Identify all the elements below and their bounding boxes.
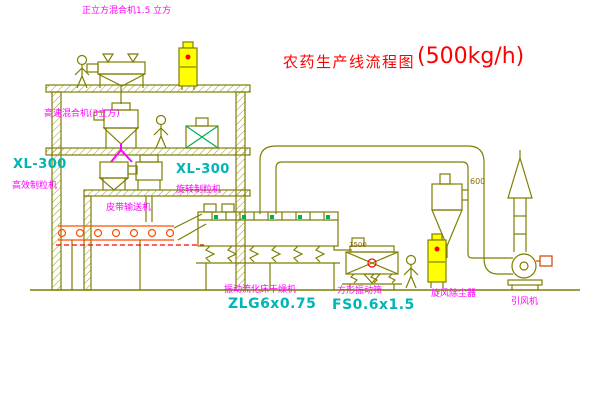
floor2-hopper-unit <box>185 117 219 149</box>
exhaust-stack <box>507 150 533 252</box>
diagram-title: 农药生产线流程图 (500kg/h) <box>283 44 524 72</box>
high-speed-mixer <box>93 102 140 148</box>
granulator-mid <box>135 154 163 222</box>
label-dryer-model: ZLG6x0.75 <box>228 296 317 312</box>
worker-figure-ground <box>403 254 419 289</box>
label-granulator-left-model: XL-300 <box>13 157 67 172</box>
label-screen-name: 方形振动筛 <box>337 286 383 296</box>
label-dust-collector: 旋风除尘器 <box>431 289 477 299</box>
label-granulator-mid-name: 旋转制粒机 <box>176 185 222 195</box>
diagram-title-capacity: (500kg/h) <box>417 44 525 69</box>
vibrating-screen <box>342 237 402 290</box>
diagram-title-text: 农药生产线流程图 <box>283 53 416 71</box>
granulator-left <box>98 161 138 191</box>
label-granulator-left-name: 高效制粒机 <box>12 181 58 191</box>
cyclone-separator <box>431 173 468 258</box>
worker-figure-mid <box>153 114 169 149</box>
label-dryer-name: 振动流化床干燥机 <box>224 285 297 295</box>
building-frame <box>45 84 251 291</box>
label-cube-mixer: 正立方混合机1.5 立方 <box>82 6 172 16</box>
bucket-elevator-left <box>178 41 198 90</box>
belt-conveyor <box>57 225 175 241</box>
dim-screen-1500: 1500 <box>349 241 367 249</box>
induced-draft-fan <box>507 253 553 290</box>
label-belt-conveyor: 皮带输送机 <box>106 203 152 213</box>
label-high-speed-mixer: 高速混合机(3立方) <box>44 109 120 119</box>
cube-mixer <box>86 53 146 104</box>
fluid-bed-dryer <box>196 203 352 290</box>
feed-chute <box>173 213 207 241</box>
exhaust-duct <box>259 145 513 275</box>
label-fan: 引风机 <box>511 297 539 307</box>
discharge-y-pipe <box>110 144 133 163</box>
label-granulator-mid-model: XL-300 <box>176 162 230 177</box>
dim-duct-600: 600 <box>470 177 486 186</box>
bucket-elevator-right <box>427 233 447 288</box>
label-screen-model: FS0.6x1.5 <box>332 297 415 313</box>
